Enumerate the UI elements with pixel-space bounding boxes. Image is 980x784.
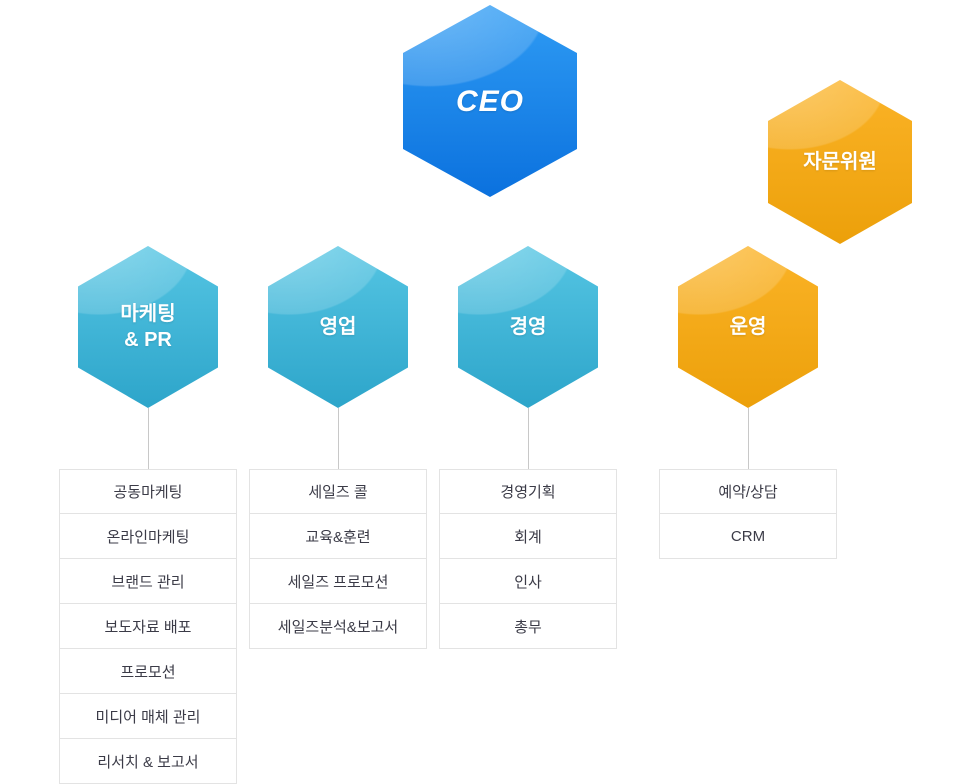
dept-hexagon-management: 경영: [458, 246, 598, 408]
list-item: 인사: [439, 559, 617, 604]
connector-line-management: [528, 408, 529, 469]
list-item: 총무: [439, 604, 617, 649]
list-item: 예약/상담: [659, 469, 837, 514]
connector-line-operations: [748, 408, 749, 469]
connector-line-sales: [338, 408, 339, 469]
dept-list-marketing-pr: 공동마케팅 온라인마케팅 브랜드 관리 보도자료 배포 프로모션 미디어 매체 …: [59, 469, 237, 784]
list-item: 세일즈분석&보고서: [249, 604, 427, 649]
list-item: 공동마케팅: [59, 469, 237, 514]
dept-list-sales: 세일즈 콜 교육&훈련 세일즈 프로모션 세일즈분석&보고서: [249, 469, 427, 649]
advisor-label: 자문위원: [803, 151, 877, 173]
list-item: 회계: [439, 514, 617, 559]
dept-label-sales: 영업: [319, 316, 357, 338]
list-item: 경영기획: [439, 469, 617, 514]
list-item: 브랜드 관리: [59, 559, 237, 604]
dept-hexagon-operations: 운영: [678, 246, 818, 408]
dept-list-operations: 예약/상담 CRM: [659, 469, 837, 559]
ceo-hexagon: CEO: [403, 5, 577, 197]
list-item: 교육&훈련: [249, 514, 427, 559]
list-item: 세일즈 콜: [249, 469, 427, 514]
dept-label-marketing-pr: 마케팅 & PR: [120, 303, 176, 351]
dept-list-management: 경영기획 회계 인사 총무: [439, 469, 617, 649]
list-item: CRM: [659, 514, 837, 559]
list-item: 미디어 매체 관리: [59, 694, 237, 739]
dept-hexagon-sales: 영업: [268, 246, 408, 408]
dept-hexagon-marketing-pr: 마케팅 & PR: [78, 246, 218, 408]
advisor-hexagon: 자문위원: [768, 80, 912, 244]
dept-label-management: 경영: [509, 316, 547, 338]
list-item: 온라인마케팅: [59, 514, 237, 559]
list-item: 보도자료 배포: [59, 604, 237, 649]
list-item: 세일즈 프로모션: [249, 559, 427, 604]
ceo-label: CEO: [455, 84, 524, 118]
dept-label-operations: 운영: [729, 316, 767, 338]
connector-line-marketing-pr: [148, 408, 149, 469]
list-item: 리서치 & 보고서: [59, 739, 237, 784]
list-item: 프로모션: [59, 649, 237, 694]
